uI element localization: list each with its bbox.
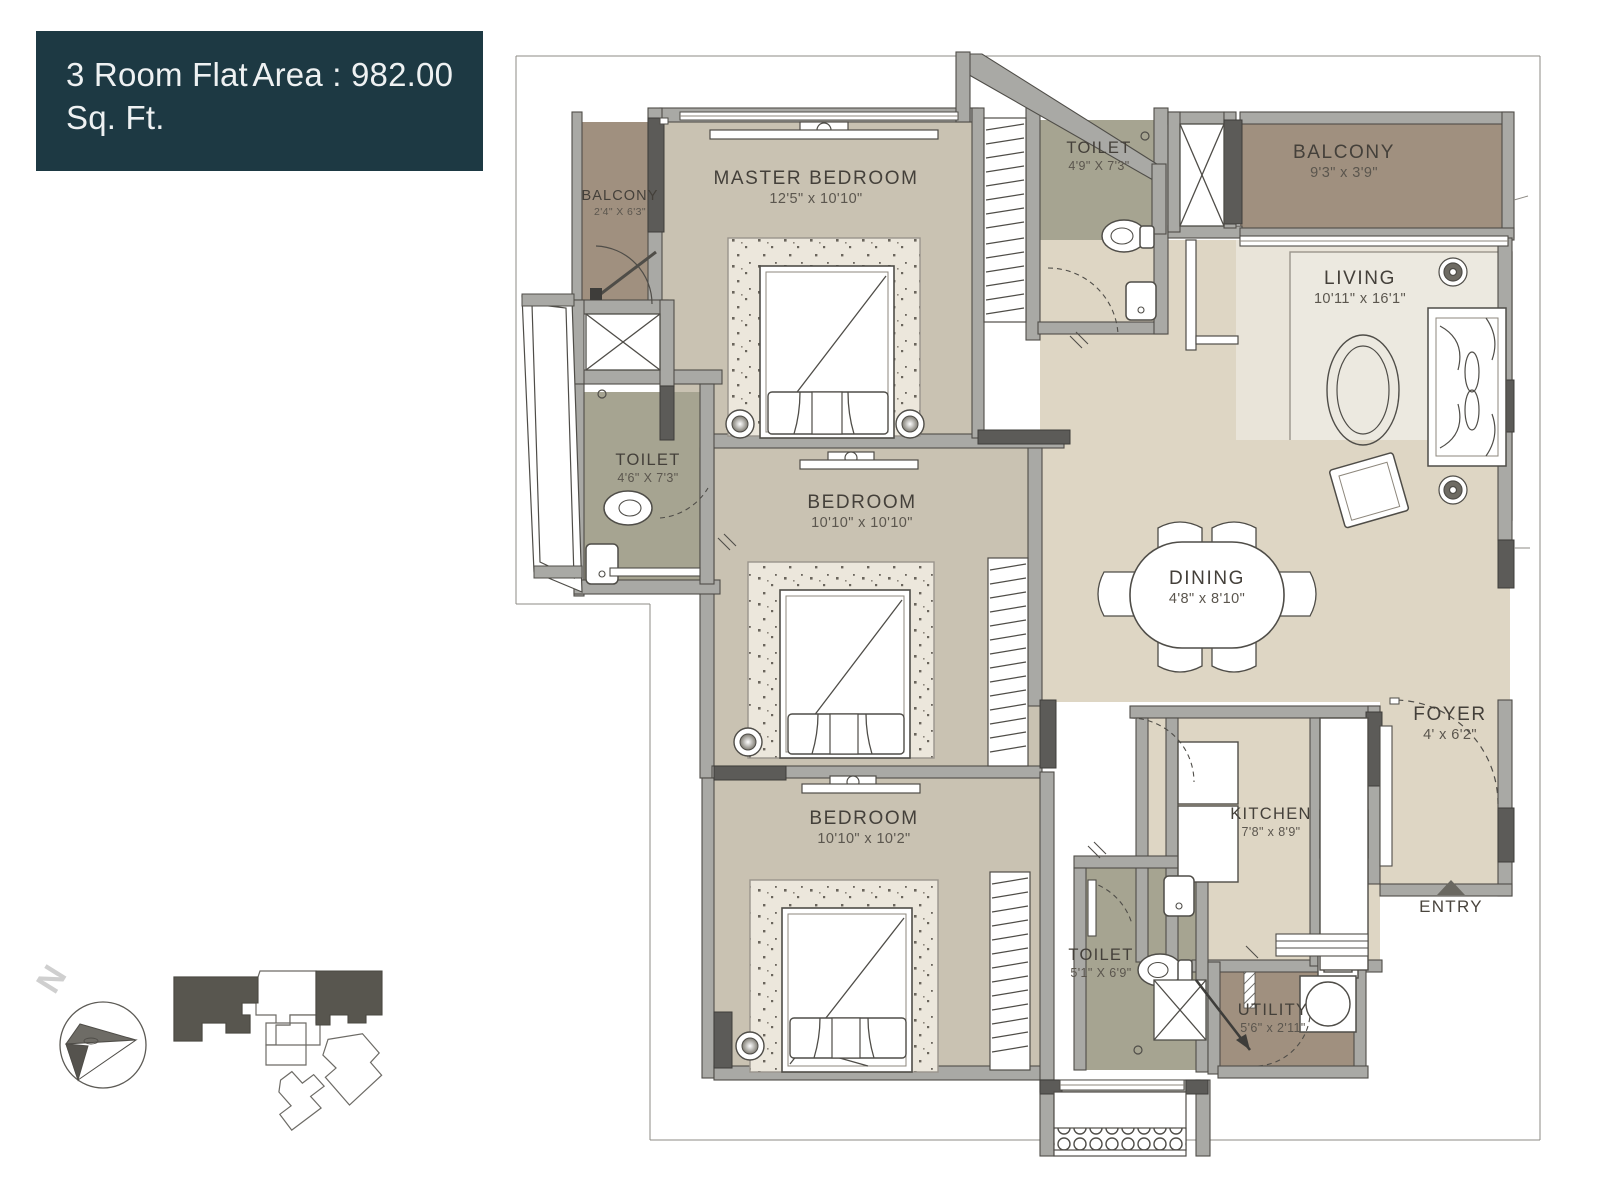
entry-arrow-icon	[1437, 880, 1465, 895]
compass-needle-icon	[64, 1023, 138, 1082]
entry-marker: ENTRY	[1396, 880, 1506, 917]
key-plan-icon	[173, 970, 383, 1131]
area-text: Area : 982.00 Sq. Ft.	[66, 56, 454, 136]
key-plan	[130, 945, 390, 1165]
page-title: 3 Room Flat	[66, 56, 248, 93]
compass-rose	[58, 1000, 148, 1090]
entry-label: ENTRY	[1419, 897, 1483, 916]
title-block: 3 Room Flat Area : 982.00 Sq. Ft.	[36, 31, 483, 171]
